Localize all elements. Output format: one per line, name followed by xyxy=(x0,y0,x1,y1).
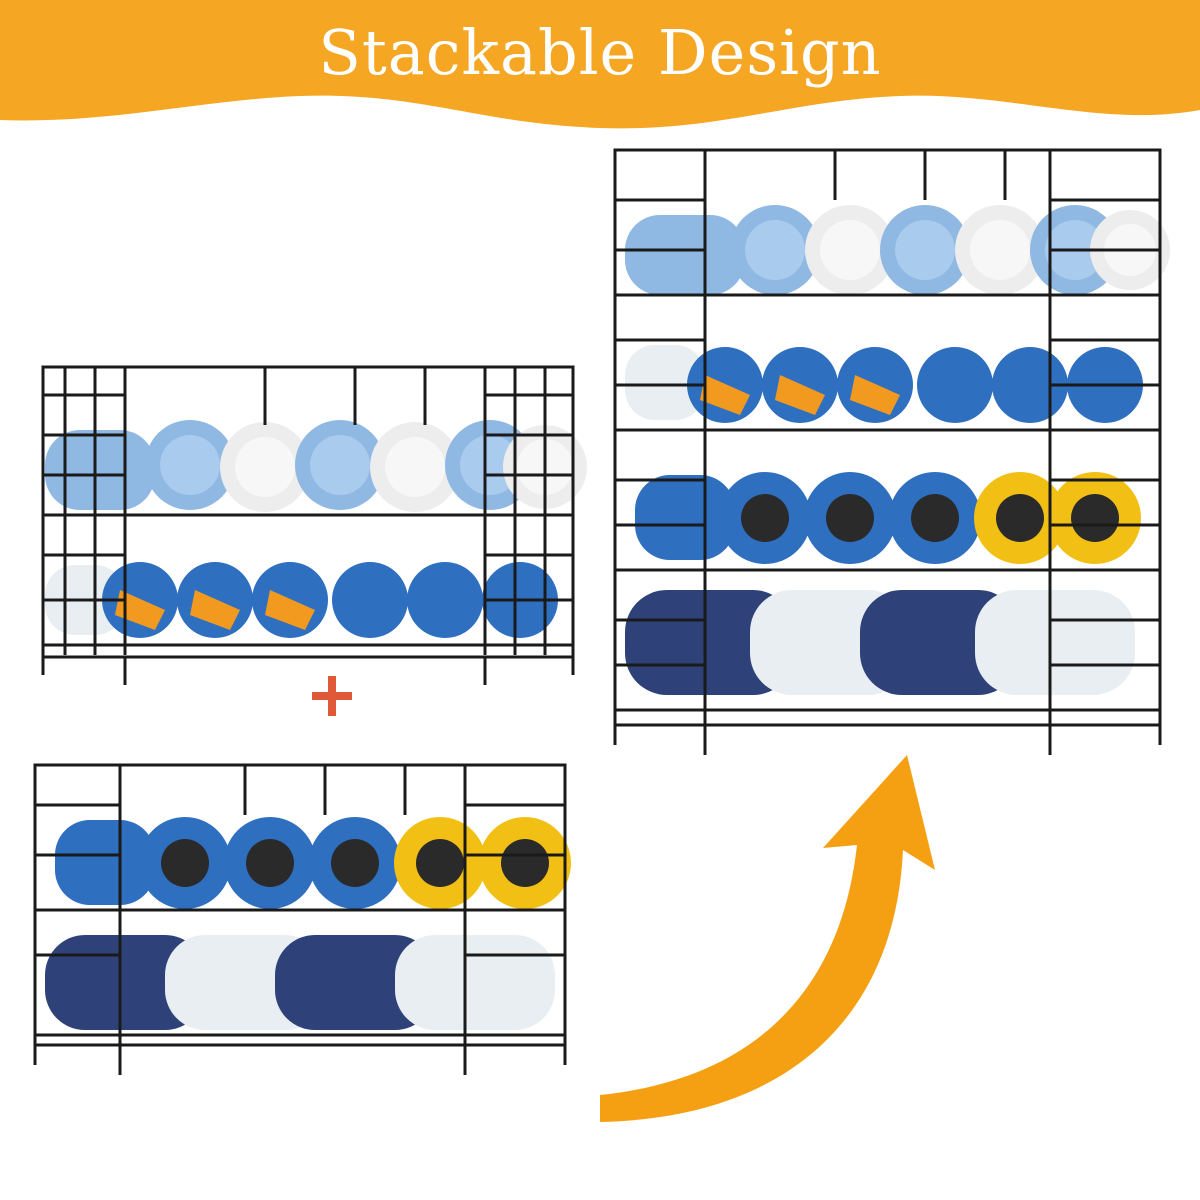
stack-arrow-icon xyxy=(595,750,940,1130)
four-tier-rack-icon xyxy=(613,148,1170,755)
two-tier-rack-icon xyxy=(41,365,587,685)
bottle-row-bottom xyxy=(45,935,555,1030)
bottle-row-top xyxy=(55,817,571,909)
plus-icon xyxy=(308,672,356,720)
bottle-row-4 xyxy=(625,590,1135,695)
rack-four-tier-stacked xyxy=(605,140,1170,760)
banner-wave xyxy=(0,0,1200,129)
bottle-row-top xyxy=(45,420,587,512)
page-title: Stackable Design xyxy=(318,16,882,89)
rack-wire-frame xyxy=(613,148,1162,755)
rack-wire-frame xyxy=(41,365,575,685)
title-banner xyxy=(0,0,1200,150)
rack-wire-frame xyxy=(33,763,567,1075)
rack-two-tier-bottom xyxy=(25,745,585,1085)
rack-two-tier-top xyxy=(25,355,587,695)
bottle-row-3 xyxy=(635,472,1141,564)
two-tier-rack-icon xyxy=(33,763,571,1075)
